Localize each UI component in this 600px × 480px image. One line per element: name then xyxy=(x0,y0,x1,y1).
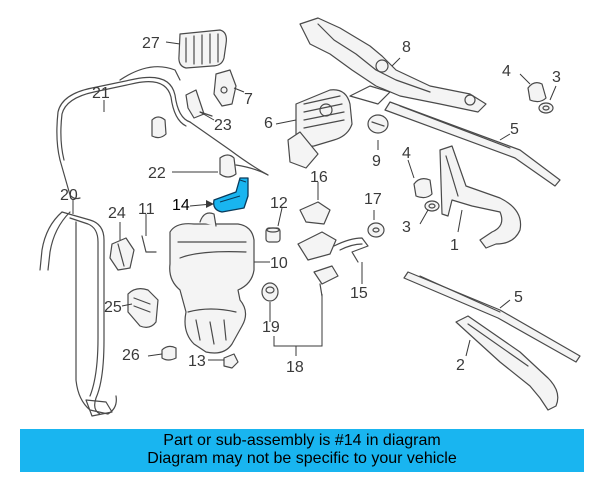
part-8-linkage xyxy=(299,17,487,113)
part-21-pump xyxy=(127,288,159,328)
part-16-bracket xyxy=(299,201,331,225)
part-15-hose-assembly xyxy=(297,231,369,263)
diagram-svg: 27 21 7 23 22 6 8 4 3 5 9 4 3 1 17 16 12… xyxy=(39,17,581,417)
part-11-bracket xyxy=(141,235,157,253)
callout-4-lower: 4 xyxy=(402,145,411,162)
callout-13: 13 xyxy=(188,353,206,370)
callout-10: 10 xyxy=(270,255,288,272)
callout-5-upper: 5 xyxy=(510,121,519,138)
part-5-blade-lower xyxy=(403,271,581,363)
callout-27: 27 xyxy=(142,35,160,52)
part-6-wiper-motor xyxy=(287,89,353,169)
part-14-highlighted xyxy=(213,177,249,213)
part-17-grommet xyxy=(367,222,385,238)
callout-5-lower: 5 xyxy=(514,289,523,306)
part-5-blade-upper xyxy=(384,101,561,187)
callout-25: 22 xyxy=(148,165,166,182)
callout-2: 2 xyxy=(456,357,465,374)
callout-16: 16 xyxy=(310,169,328,186)
part-3-nut-lower xyxy=(424,200,440,212)
callout-11: 11 xyxy=(138,201,155,218)
callout-6: 6 xyxy=(264,115,273,132)
part-26-nozzle xyxy=(185,89,213,119)
part-4-cap-lower xyxy=(413,178,433,199)
callout-8: 8 xyxy=(402,39,411,56)
part-18-connector xyxy=(313,265,339,297)
part-27-cap xyxy=(178,29,227,69)
part-24-hose xyxy=(56,66,269,200)
part-13-plug xyxy=(223,353,239,369)
callout-4-upper: 4 xyxy=(502,63,511,80)
part-19-grommet xyxy=(261,282,279,302)
callout-26: 23 xyxy=(214,117,232,134)
callout-1: 1 xyxy=(450,237,459,254)
callout-12: 12 xyxy=(270,195,288,212)
callout-21: 25 xyxy=(104,299,122,316)
callout-3-lower: 3 xyxy=(402,219,411,236)
part-2-wiper-arm xyxy=(455,315,559,411)
callout-24: 21 xyxy=(92,85,110,102)
leader-lines xyxy=(72,41,557,361)
callout-9: 9 xyxy=(372,153,381,170)
info-banner: Part or sub-assembly is #14 in diagram D… xyxy=(20,429,584,472)
part-7-bracket xyxy=(213,69,237,107)
callout-3-upper: 3 xyxy=(552,69,561,86)
callout-18: 18 xyxy=(286,359,304,376)
callout-22: 24 xyxy=(108,205,126,222)
callout-14: 14 xyxy=(172,197,190,214)
part-22-pump xyxy=(109,237,135,271)
callout-7: 7 xyxy=(244,91,253,108)
callout-19: 19 xyxy=(262,319,280,336)
banner-line-2: Diagram may not be specific to your vehi… xyxy=(147,450,457,467)
banner-line-1: Part or sub-assembly is #14 in diagram xyxy=(163,432,441,449)
part-25-clips xyxy=(151,116,269,178)
part-9-pivot-cap xyxy=(367,114,389,134)
callout-20: 20 xyxy=(60,187,78,204)
parts-diagram: 27 21 7 23 22 6 8 4 3 5 9 4 3 1 17 16 12… xyxy=(39,17,581,417)
part-3-nut-upper xyxy=(538,102,554,114)
part-1-wiper-arm xyxy=(439,145,522,249)
part-10-reservoir xyxy=(169,212,255,354)
part-12-plug xyxy=(265,227,281,243)
part-4-cap-upper xyxy=(527,82,547,103)
callout-23: 26 xyxy=(122,347,140,364)
callout-labels: 27 21 7 23 22 6 8 4 3 5 9 4 3 1 17 16 12… xyxy=(60,35,561,376)
part-23-clip xyxy=(161,345,177,361)
callout-15: 15 xyxy=(350,285,368,302)
callout-17: 17 xyxy=(364,191,382,208)
part-20-hose xyxy=(39,211,117,417)
